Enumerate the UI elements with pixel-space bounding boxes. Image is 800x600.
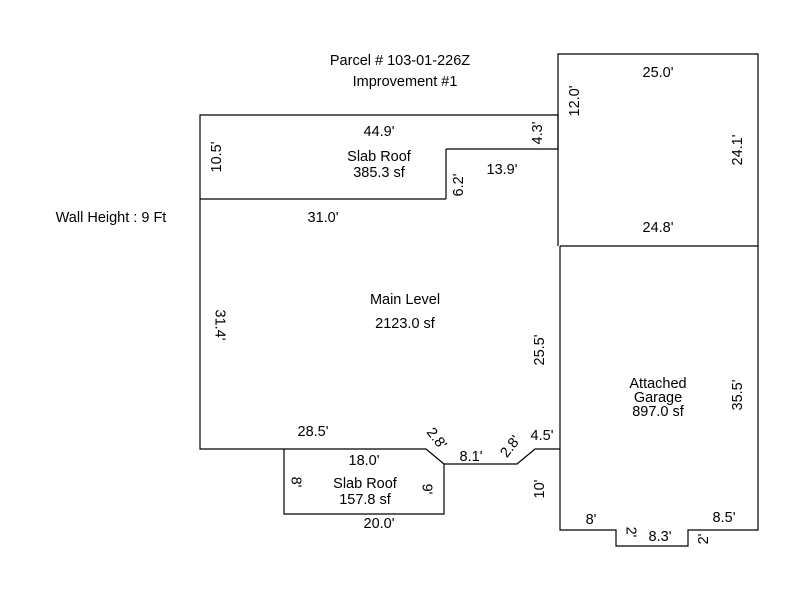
- slab-roof-bottom-area: 157.8 sf: [339, 492, 391, 508]
- dim-top-44-9: 44.9': [363, 123, 395, 140]
- main-level-bottom-edge: [284, 448, 560, 465]
- garage-outline: [559, 245, 759, 547]
- slab-roof-top-label: Slab Roof 385.3 sf: [347, 149, 411, 181]
- slab-roof-bottom-name: Slab Roof: [333, 476, 397, 492]
- garage-name-line2: Garage: [633, 390, 683, 406]
- dim-slab-8: 8': [287, 476, 304, 488]
- dim-bot-8-1: 8.1': [459, 448, 483, 465]
- garage-area: 897.0 sf: [632, 404, 684, 420]
- upper-room-outline: [557, 53, 759, 246]
- dim-notch-8-3: 8.3': [648, 528, 672, 545]
- dim-slab-18-0: 18.0': [348, 452, 380, 469]
- garage-name-line1: Attached: [629, 376, 687, 392]
- dim-slab-9: 9': [418, 483, 435, 495]
- wall-height-label: Wall Height : 9 Ft: [55, 209, 167, 226]
- dim-right-35-5: 35.5': [729, 379, 746, 411]
- dim-mid-25-5: 25.5': [531, 334, 548, 366]
- slab-roof-top-area: 385.3 sf: [353, 165, 405, 181]
- dim-mid-24-8: 24.8': [642, 219, 674, 236]
- dim-garage-10: 10': [531, 479, 548, 499]
- slab-roof-bottom-label: Slab Roof 157.8 sf: [333, 476, 397, 508]
- dim-left-12-0: 12.0': [566, 85, 583, 117]
- dim-mid-31-0: 31.0': [307, 209, 339, 226]
- dim-notch-2-left: 2': [622, 526, 639, 538]
- dim-top-25-0: 25.0': [642, 64, 674, 81]
- dim-left-10-5: 10.5': [208, 141, 225, 173]
- main-level-name: Main Level: [369, 291, 441, 308]
- dim-left-31-4: 31.4': [211, 309, 228, 341]
- dim-mid-6-2: 6.2': [450, 173, 467, 197]
- dim-bot-4-5: 4.5': [530, 427, 554, 444]
- dim-left-4-3: 4.3': [529, 121, 546, 145]
- dim-notch-2-right: 2': [695, 533, 712, 545]
- slab-roof-top-name: Slab Roof: [347, 149, 411, 165]
- garage-label: Attached Garage 897.0 sf: [629, 376, 687, 420]
- main-level-area: 2123.0 sf: [375, 315, 435, 332]
- improvement-label: Improvement #1: [352, 73, 458, 90]
- dim-slab-20-0: 20.0': [363, 515, 395, 532]
- main-level-outline: [199, 114, 559, 450]
- parcel-number: Parcel # 103-01-226Z: [329, 52, 471, 69]
- dim-right-24-1: 24.1': [729, 134, 746, 166]
- dim-mid-13-9: 13.9': [486, 161, 518, 178]
- dim-garage-8-5: 8.5': [712, 509, 736, 526]
- dim-bot-28-5: 28.5': [297, 423, 329, 440]
- slab-roof-bottom-outline: [283, 449, 445, 515]
- dim-garage-8: 8': [585, 511, 597, 528]
